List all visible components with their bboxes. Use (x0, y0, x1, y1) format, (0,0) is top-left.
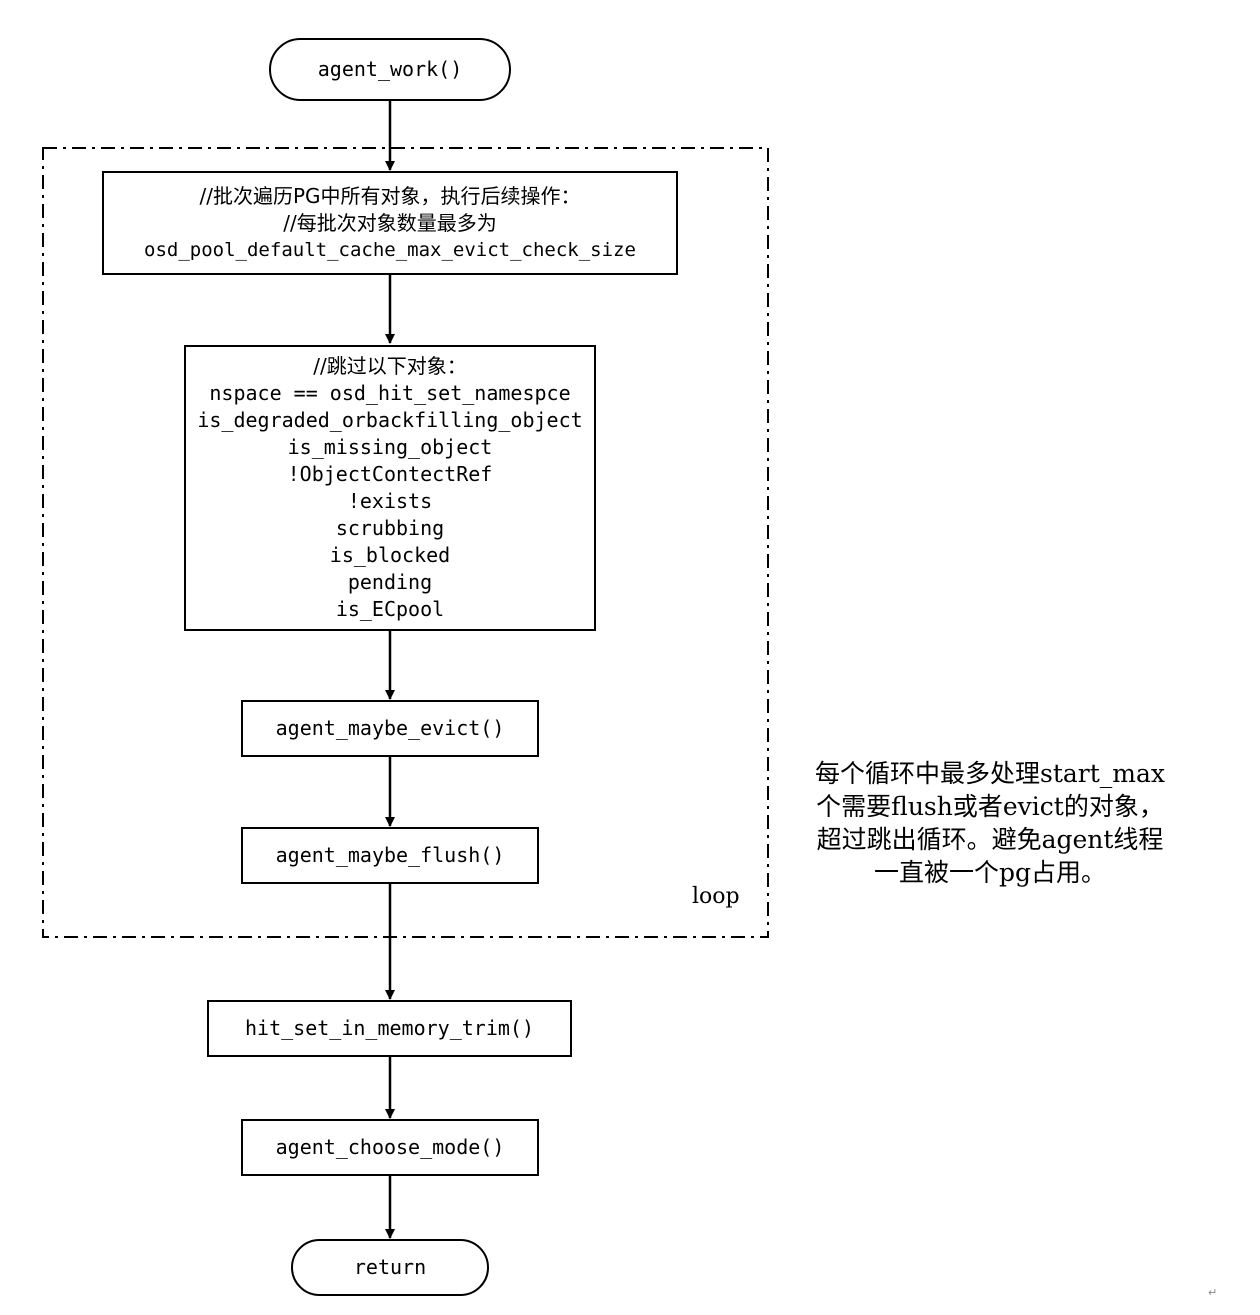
flush-node: agent_maybe_flush() (241, 827, 539, 884)
return-node: return (291, 1239, 489, 1296)
note-line-2: 个需要flush或者evict的对象， (816, 792, 1164, 821)
skip-line-6: !exists (347, 489, 433, 513)
batch-line-1: //批次遍历PG中所有对象，执行后续操作： (199, 183, 581, 208)
evict-label: agent_maybe_evict() (275, 716, 505, 740)
skip-line-3: is_degraded_orbackfilling_object (197, 408, 583, 432)
loop-note: 每个循环中最多处理start_max 个需要flush或者evict的对象， 超… (790, 757, 1190, 889)
note-line-1: 每个循环中最多处理start_max (815, 759, 1165, 788)
note-line-3: 超过跳出循环。避免agent线程 (816, 825, 1164, 854)
skip-line-4: is_missing_object (287, 435, 493, 459)
loop-frame (42, 147, 769, 938)
skip-line-5: !ObjectContectRef (287, 462, 493, 486)
batch-line-2: //每批次对象数量最多为 (283, 210, 497, 235)
batch-traverse-box: //批次遍历PG中所有对象，执行后续操作： //每批次对象数量最多为 osd_p… (102, 171, 678, 275)
trim-label: hit_set_in_memory_trim() (245, 1016, 534, 1040)
note-line-4: 一直被一个pg占用。 (873, 858, 1106, 887)
start-node: agent_work() (269, 38, 511, 101)
start-label: agent_work() (317, 57, 463, 81)
skip-line-1: //跳过以下对象： (313, 354, 467, 378)
choose-mode-node: agent_choose_mode() (241, 1119, 539, 1176)
return-label: return (353, 1255, 427, 1279)
paragraph-mark: ↵ (1208, 1286, 1218, 1299)
skip-line-7: scrubbing (335, 516, 445, 540)
evict-node: agent_maybe_evict() (241, 700, 539, 757)
choose-mode-label: agent_choose_mode() (275, 1135, 505, 1159)
skip-line-2: nspace == osd_hit_set_namespce (209, 381, 571, 405)
trim-node: hit_set_in_memory_trim() (207, 1000, 572, 1057)
loop-label: loop (692, 884, 740, 909)
skip-line-8: is_blocked (329, 543, 451, 567)
skip-line-9: pending (347, 570, 433, 594)
skip-objects-box: //跳过以下对象： nspace == osd_hit_set_namespce… (184, 345, 596, 631)
batch-line-3: osd_pool_default_cache_max_evict_check_s… (144, 238, 636, 261)
flush-label: agent_maybe_flush() (275, 843, 505, 867)
skip-line-10: is_ECpool (335, 597, 445, 621)
